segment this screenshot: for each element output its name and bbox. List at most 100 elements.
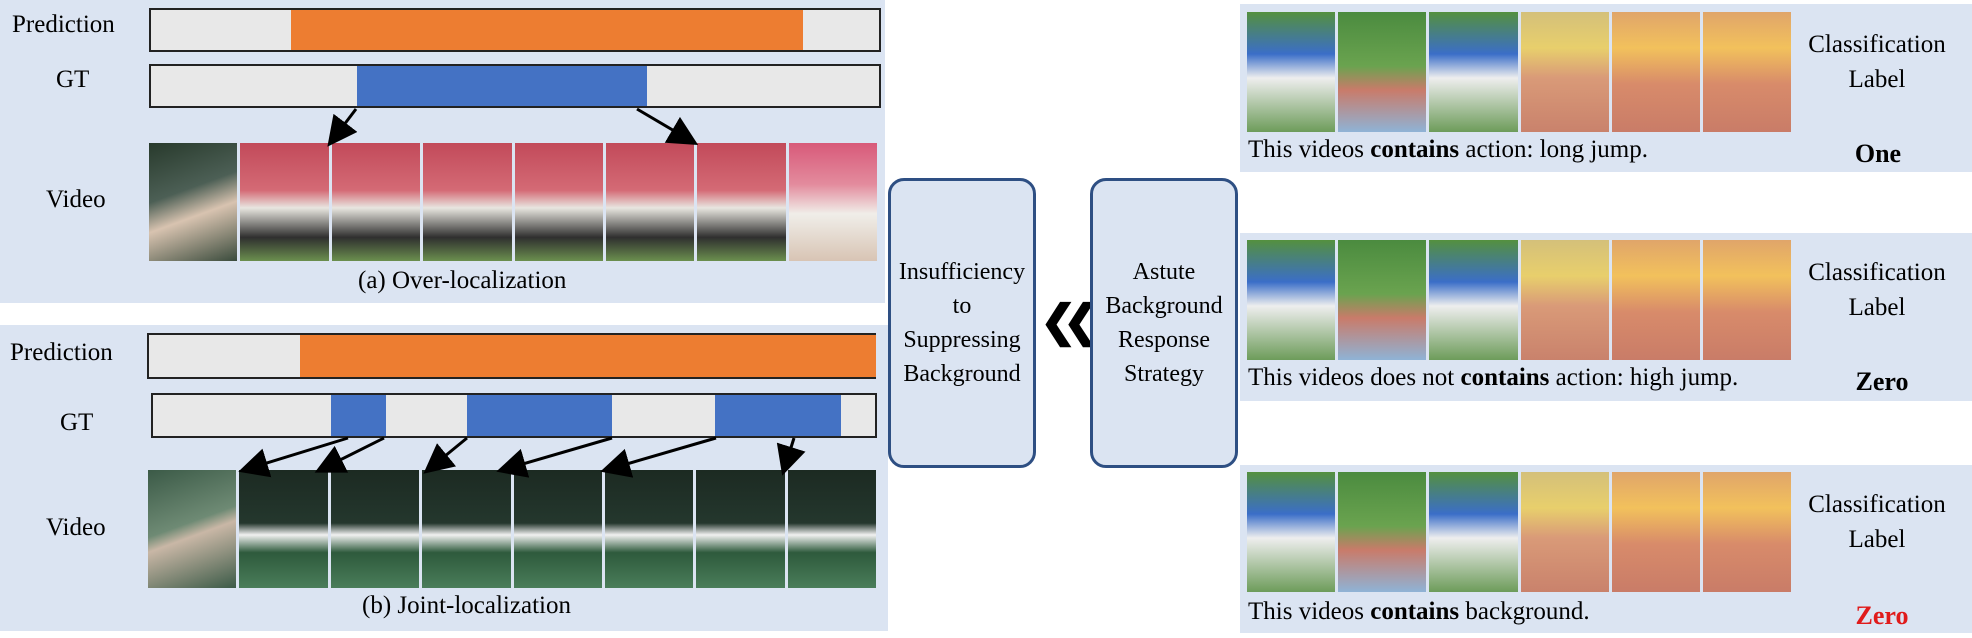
video-frame: [330, 470, 420, 588]
strategy-box: Astute Background Response Strategy: [1090, 178, 1238, 468]
video-frames-b: [148, 470, 876, 588]
video-frame: [1520, 12, 1609, 132]
classification-text: Classification: [1808, 259, 1946, 286]
sentence-text: action: long jump.: [1459, 136, 1648, 163]
gt-bar-a: [149, 64, 881, 108]
caption-a: (a) Over-localization: [358, 267, 567, 294]
sentence-text: This videos does not: [1248, 364, 1461, 391]
prediction-label-b: Prediction: [10, 339, 113, 366]
caption-b: (b) Joint-localization: [362, 592, 571, 619]
arrow-a-left: [327, 108, 358, 147]
video-frame: [514, 143, 603, 261]
classification-label-2: Classification Label: [1792, 255, 1962, 325]
sentence-bold: contains: [1370, 598, 1460, 625]
insufficiency-line: Insufficiency: [898, 259, 1026, 285]
arrow-a-right: [636, 107, 699, 146]
gt-label-b: GT: [60, 409, 94, 436]
sentence-1: This videos contains action: long jump.: [1248, 136, 1648, 164]
strategy-line: Strategy: [1124, 361, 1204, 387]
sentence-text: background.: [1459, 598, 1590, 625]
video-frame: [1520, 240, 1609, 360]
gt-bar-b: [151, 393, 877, 438]
classification-text: Label: [1848, 66, 1906, 93]
video-frame: [239, 470, 328, 588]
video-frame: [1611, 240, 1700, 360]
insufficiency-box: Insufficiency to Suppressing Background: [888, 178, 1036, 468]
sentence-bold: contains: [1460, 364, 1550, 391]
prediction-segment-a: [291, 10, 803, 50]
arrow-b-5: [600, 436, 717, 478]
arrow-b-3: [423, 436, 468, 474]
strategy-line: Response: [1118, 327, 1210, 353]
strategy-line: Background: [1105, 293, 1223, 319]
video-frame: [787, 470, 876, 588]
video-frame: [1247, 472, 1336, 592]
label-value-2: Zero: [1855, 367, 1909, 396]
arrow-b-1: [238, 436, 349, 478]
video-frame: [697, 143, 786, 261]
video-label-b: Video: [46, 514, 106, 541]
video-frame: [1611, 12, 1700, 132]
video-frame: [696, 470, 785, 588]
prediction-segment-b: [300, 335, 876, 377]
video-frame: [1429, 12, 1518, 132]
video-frame: [148, 470, 237, 588]
video-frames-a: [149, 143, 877, 261]
jump-frames-2: [1247, 240, 1792, 360]
video-frame: [1702, 240, 1792, 360]
video-frame: [513, 470, 602, 588]
jump-frames-1: [1247, 12, 1792, 132]
arrow-b-4: [496, 436, 613, 478]
video-frame: [605, 143, 695, 261]
video-frame: [331, 143, 421, 261]
gt-segment-b1: [331, 395, 386, 436]
gt-segment-b3: [715, 395, 841, 436]
prediction-bar-a: [149, 8, 881, 52]
insufficiency-line: to: [952, 293, 972, 319]
prediction-label-a: Prediction: [12, 11, 115, 38]
video-frame: [1247, 12, 1336, 132]
video-frame: [1247, 240, 1336, 360]
video-frame: [1702, 472, 1792, 592]
label-value-1: One: [1854, 139, 1902, 168]
video-frame: [149, 143, 238, 261]
video-frame: [1429, 472, 1518, 592]
video-frame: [1338, 240, 1427, 360]
insufficiency-line: Background: [903, 361, 1021, 387]
sentence-3: This videos contains background.: [1248, 598, 1590, 626]
sentence-text: This videos: [1248, 136, 1371, 163]
classification-text: Label: [1848, 294, 1906, 321]
video-frame: [422, 470, 511, 588]
sentence-2: This videos does not contains action: hi…: [1248, 364, 1738, 392]
jump-frames-3: [1247, 472, 1792, 592]
sentence-bold: contains: [1370, 136, 1460, 163]
classification-text: Label: [1848, 526, 1906, 553]
video-frame: [1520, 472, 1609, 592]
video-frame: [788, 143, 877, 261]
video-frame: [1338, 472, 1427, 592]
gt-label-a: GT: [56, 66, 90, 93]
video-frame: [240, 143, 329, 261]
gt-segment-a: [357, 66, 647, 106]
classification-text: Classification: [1808, 491, 1946, 518]
prediction-bar-b: [147, 333, 876, 379]
label-value-3: Zero: [1855, 601, 1909, 630]
video-frame: [604, 470, 694, 588]
sentence-text: action: high jump.: [1549, 364, 1739, 391]
gt-segment-b2: [467, 395, 612, 436]
video-frame: [1611, 472, 1700, 592]
classification-text: Classification: [1808, 31, 1946, 58]
arrow-b-2: [314, 436, 385, 473]
video-frame: [1429, 240, 1518, 360]
video-frame: [1338, 12, 1427, 132]
video-label-a: Video: [46, 186, 106, 213]
video-frame: [1702, 12, 1792, 132]
sentence-text: This videos: [1248, 598, 1371, 625]
classification-label-3: Classification Label: [1792, 487, 1962, 557]
strategy-line: Astute: [1132, 259, 1196, 285]
insufficiency-line: Suppressing: [903, 327, 1021, 353]
classification-label-1: Classification Label: [1792, 27, 1962, 97]
arrow-b-6: [776, 437, 806, 476]
video-frame: [423, 143, 512, 261]
